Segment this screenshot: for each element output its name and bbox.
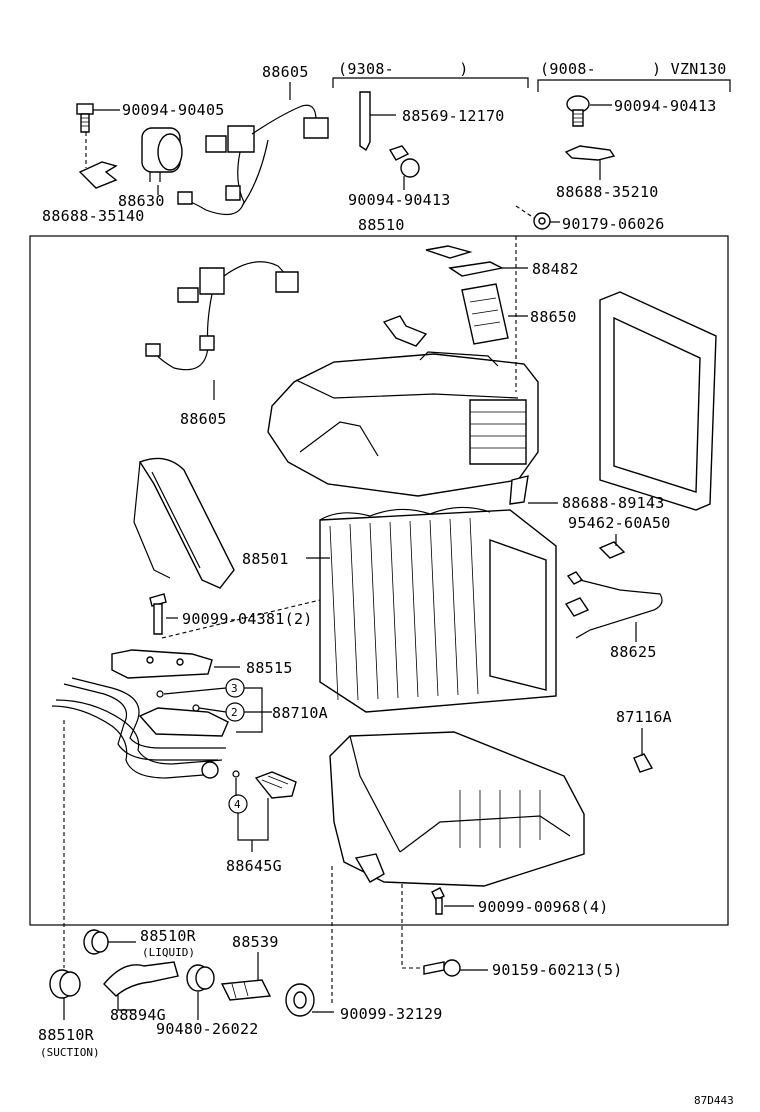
expansion-valve-88515 <box>111 649 213 679</box>
label-95462-60A50: 95462-60A50 <box>568 514 671 532</box>
wire-harness-88605-mid <box>145 261 299 371</box>
label-88510: 88510 <box>358 216 405 234</box>
hose-88894G <box>103 961 179 997</box>
label-88630: 88630 <box>118 192 165 210</box>
label-88688-89143: 88688-89143 <box>562 494 665 512</box>
grommet-90480-26022 <box>186 964 215 992</box>
label-90159-60213: 90159-60213(5) <box>492 961 623 979</box>
grommet-90099-32129 <box>285 983 315 1017</box>
thermistor-88625 <box>564 571 663 639</box>
bracket-small-left <box>382 315 428 347</box>
relay-88630 <box>141 127 183 182</box>
label-88501: 88501 <box>242 550 289 568</box>
actuator-88650 <box>461 283 509 345</box>
label-88510R-liquid: 88510R <box>140 927 197 945</box>
label-90094-90413-right: 90094-90413 <box>614 97 717 115</box>
label-88645G: 88645G <box>226 857 282 875</box>
label-90099-32129: 90099-32129 <box>340 1005 443 1023</box>
sensor-88645G <box>254 771 297 799</box>
label-88688-35140: 88688-35140 <box>42 207 145 225</box>
evaporator-88501 <box>319 506 557 713</box>
assembly-88510-frame <box>29 235 729 926</box>
label-88539: 88539 <box>232 933 279 951</box>
plate-88482 <box>425 245 505 277</box>
grommet-88510R-liquid <box>83 929 109 955</box>
callout-3: 3 <box>231 682 238 695</box>
label-88569-12170: 88569-12170 <box>402 107 505 125</box>
label-88605-top: 88605 <box>262 63 309 81</box>
label-90099-04381: 90099-04381(2) <box>182 610 313 628</box>
screw-90099-00968 <box>431 887 445 915</box>
screw-90099-04381 <box>149 593 167 635</box>
label-88894G: 88894G <box>110 1006 166 1024</box>
filter-frame <box>599 291 717 511</box>
label-88625: 88625 <box>610 643 657 661</box>
wire-harness-88605-top <box>177 104 329 216</box>
seal-88539 <box>220 979 272 1001</box>
label-88605-mid: 88605 <box>180 410 227 428</box>
screw-90159-60213 <box>423 959 461 977</box>
bracket-88569-12170 <box>359 91 371 152</box>
label-90480-26022: 90480-26022 <box>156 1020 259 1038</box>
label-90099-00968: 90099-00968(4) <box>478 898 609 916</box>
bolt-90094-90405 <box>76 103 94 133</box>
bracket-88688-35210 <box>564 145 616 161</box>
clip-87116A <box>633 753 654 773</box>
unit-case-lower <box>329 731 585 887</box>
pipe-guide-left <box>133 457 235 589</box>
pipe-assembly <box>51 677 229 779</box>
label-88650: 88650 <box>530 308 577 326</box>
grommet-88510R-suction <box>49 969 81 999</box>
callout-4: 4 <box>234 798 241 811</box>
range-bracket-9008 <box>537 79 731 92</box>
callout-2: 2 <box>231 706 238 719</box>
label-liquid: (LIQUID) <box>142 946 195 959</box>
label-88710A: 88710A <box>272 704 328 722</box>
bolt-90094-90413-r <box>388 145 420 178</box>
label-87116A: 87116A <box>616 708 672 726</box>
label-range-9008: (9008- ) VZN130 <box>540 60 727 78</box>
label-88510R-suction: 88510R <box>38 1026 95 1044</box>
unit-case-upper <box>267 351 539 497</box>
label-range-9308: (9308- ) <box>338 60 469 78</box>
bolt-90094-90413-c <box>566 95 590 127</box>
label-90179-06026: 90179-06026 <box>562 215 665 233</box>
bracket-88688-35140 <box>78 161 118 189</box>
label-88688-35210: 88688-35210 <box>556 183 659 201</box>
range-bracket-9308 <box>332 77 529 88</box>
clip-95462-60A50 <box>598 541 626 559</box>
label-suction: (SUCTION) <box>40 1046 100 1059</box>
nut-90179-06026 <box>533 212 551 230</box>
label-88515: 88515 <box>246 659 293 677</box>
bracket-88688-89143 <box>509 475 529 505</box>
label-88482: 88482 <box>532 260 579 278</box>
label-90094-90405: 90094-90405 <box>122 101 225 119</box>
label-ref-code: 87D443 <box>694 1094 734 1107</box>
label-90094-90413-center: 90094-90413 <box>348 191 451 209</box>
